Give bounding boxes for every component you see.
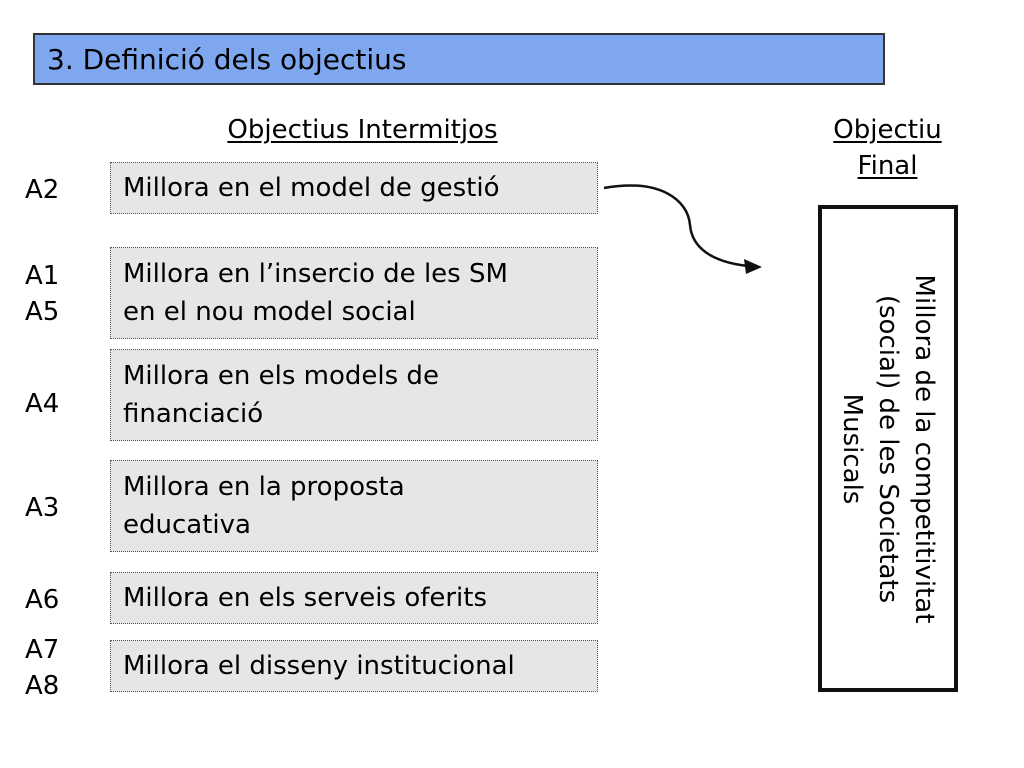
final-heading-line1: Objectiu (833, 115, 942, 145)
objective-box: Millora en els serveis oferits (110, 572, 598, 624)
objective-text-line1: Millora en els serveis oferits (123, 583, 488, 613)
objective-text-line1: Millora en l’insercio de les SM (123, 259, 508, 289)
row-code: A1 A5 (25, 258, 85, 330)
code-line1: A2 (25, 175, 60, 205)
row-code: A3 (25, 490, 85, 526)
objective-box: Millora en la proposta educativa (110, 460, 598, 552)
objective-text-line2: en el nou model social (123, 297, 416, 327)
final-objective-heading: Objectiu Final (805, 112, 970, 184)
objective-text-line2: educativa (123, 510, 251, 540)
final-objective-box: Millora de la competitivitat (social) de… (818, 205, 958, 692)
arrow-head-icon (744, 259, 762, 274)
final-objective-text: Millora de la competitivitat (social) de… (834, 239, 942, 659)
row-code: A6 (25, 582, 85, 618)
final-objective-line2: (social) de les Societats (873, 294, 903, 603)
final-objective-line1: Millora de la competitivitat (909, 274, 939, 623)
objective-text-line2: financiació (123, 399, 264, 429)
objective-text-line1: Millora en la proposta (123, 472, 405, 502)
final-objective-line3: Musicals (837, 393, 867, 504)
arrow-curve (603, 184, 749, 268)
row-code: A4 (25, 386, 85, 422)
objective-box: Millora en el model de gestió (110, 162, 598, 214)
objective-box: Millora en l’insercio de les SM en el no… (110, 247, 598, 339)
code-line2: A8 (25, 671, 60, 701)
row-code: A7 A8 (25, 632, 85, 704)
objective-text-line1: Millora en el model de gestió (123, 173, 500, 203)
code-line1: A3 (25, 493, 60, 523)
objective-box: Millora en els models de financiació (110, 349, 598, 441)
objective-box: Millora el disseny institucional (110, 640, 598, 692)
code-line1: A6 (25, 585, 60, 615)
intermediate-objectives-heading: Objectius Intermitjos (227, 115, 498, 145)
row-code: A2 (25, 172, 85, 208)
code-line1: A7 (25, 635, 60, 665)
code-line2: A5 (25, 297, 60, 327)
slide-title: 3. Definició dels objectius (33, 33, 885, 85)
objective-text-line1: Millora en els models de (123, 361, 439, 391)
slide-title-text: 3. Definició dels objectius (47, 42, 407, 76)
final-heading-line2: Final (857, 151, 918, 181)
objective-text-line1: Millora el disseny institucional (123, 651, 515, 681)
code-line1: A4 (25, 389, 60, 419)
code-line1: A1 (25, 261, 60, 291)
